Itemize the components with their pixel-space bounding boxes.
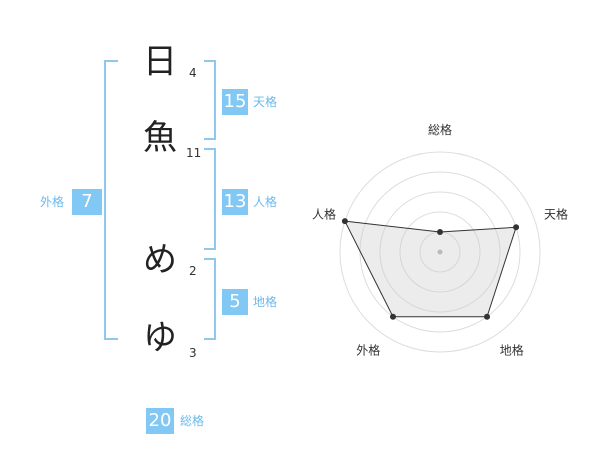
chikaku-value-badge: 5 bbox=[222, 289, 248, 315]
stroke-count-3: 2 bbox=[189, 264, 197, 278]
name-char-3: め bbox=[143, 240, 177, 280]
radar-axis-label-2: 天格 bbox=[544, 206, 568, 221]
tenkaku-value-badge: 15 bbox=[222, 89, 248, 115]
radar-point-4 bbox=[389, 313, 396, 320]
radar-axis-label-1: 総格 bbox=[428, 122, 452, 137]
tenkaku-bracket bbox=[204, 60, 216, 140]
radar-axis-label-3: 地格 bbox=[500, 343, 524, 358]
radar-ring bbox=[339, 151, 541, 353]
name-char-4: ゆ bbox=[143, 318, 177, 358]
jinkaku-value-badge: 13 bbox=[222, 189, 248, 215]
jinkaku-label: 人格 bbox=[253, 195, 278, 209]
soukaku-label: 総格 bbox=[180, 414, 205, 428]
chikaku-label: 地格 bbox=[253, 295, 278, 309]
name-char-1: 日 bbox=[143, 42, 177, 82]
gaikaku-label: 外格 bbox=[40, 195, 65, 209]
radar-area bbox=[344, 220, 517, 318]
stroke-count-1: 4 bbox=[189, 66, 197, 80]
jinkaku-bracket bbox=[204, 148, 216, 250]
radar-point-1 bbox=[437, 229, 443, 235]
radar-point-2 bbox=[513, 224, 520, 231]
radar-point-3 bbox=[484, 313, 491, 320]
radar-point-5 bbox=[341, 218, 348, 225]
tenkaku-label: 天格 bbox=[253, 95, 278, 109]
gaikaku-bracket bbox=[104, 60, 118, 340]
radar-center bbox=[437, 249, 443, 255]
radar-ring bbox=[399, 211, 481, 293]
gaikaku-value-badge: 7 bbox=[72, 189, 102, 215]
name-char-2: 魚 bbox=[143, 118, 177, 158]
soukaku-value-badge: 20 bbox=[146, 408, 174, 434]
radar-axis-label-5: 人格 bbox=[312, 206, 336, 221]
radar-ring bbox=[379, 191, 501, 313]
stroke-count-4: 3 bbox=[189, 346, 197, 360]
chikaku-bracket bbox=[204, 258, 216, 340]
radar-axis-label-4: 外格 bbox=[356, 343, 380, 358]
stroke-count-2: 11 bbox=[186, 146, 202, 160]
